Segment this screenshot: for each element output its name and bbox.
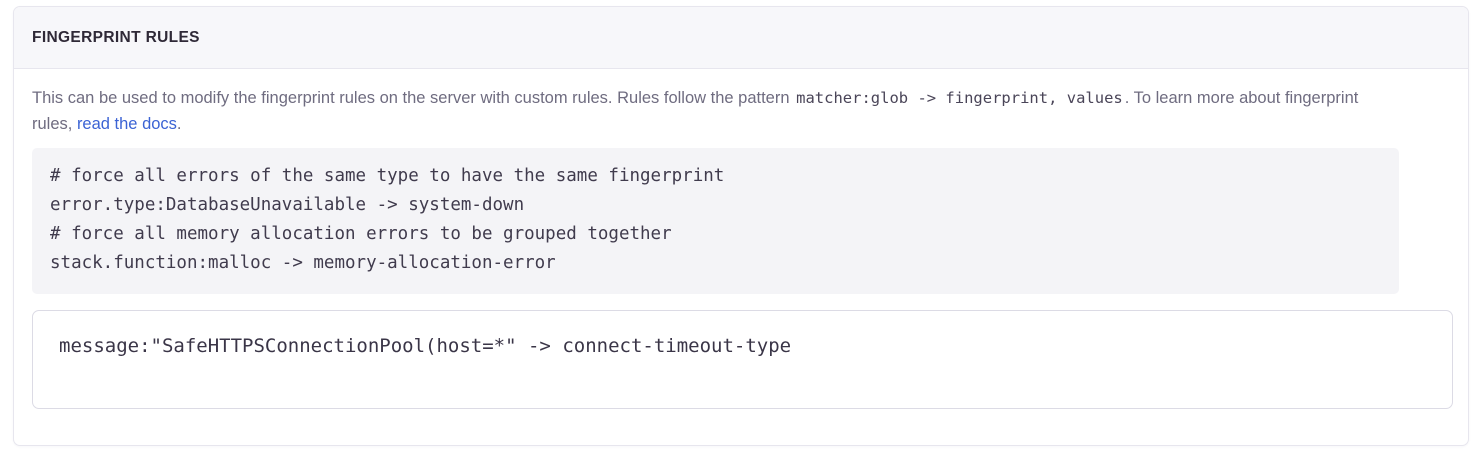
panel-header: FINGERPRINT RULES: [14, 7, 1468, 69]
page-title: FINGERPRINT RULES: [32, 28, 200, 46]
fingerprint-rules-panel: FINGERPRINT RULES This can be used to mo…: [13, 6, 1469, 446]
inline-code-pattern: matcher:glob -> fingerprint, values: [796, 89, 1123, 107]
fingerprint-rules-input[interactable]: [32, 310, 1453, 409]
example-code-text: # force all errors of the same type to h…: [50, 166, 725, 273]
panel-body: This can be used to modify the fingerpri…: [14, 69, 1468, 409]
description-text-before: This can be used to modify the fingerpri…: [32, 89, 795, 107]
description-text-end: .: [176, 115, 182, 133]
read-the-docs-link[interactable]: read the docs: [76, 115, 177, 133]
panel-description: This can be used to modify the fingerpri…: [32, 85, 1392, 137]
example-code-block: # force all errors of the same type to h…: [32, 148, 1399, 294]
description-text-after: . To learn more about fingerprint rules,: [32, 89, 1359, 133]
